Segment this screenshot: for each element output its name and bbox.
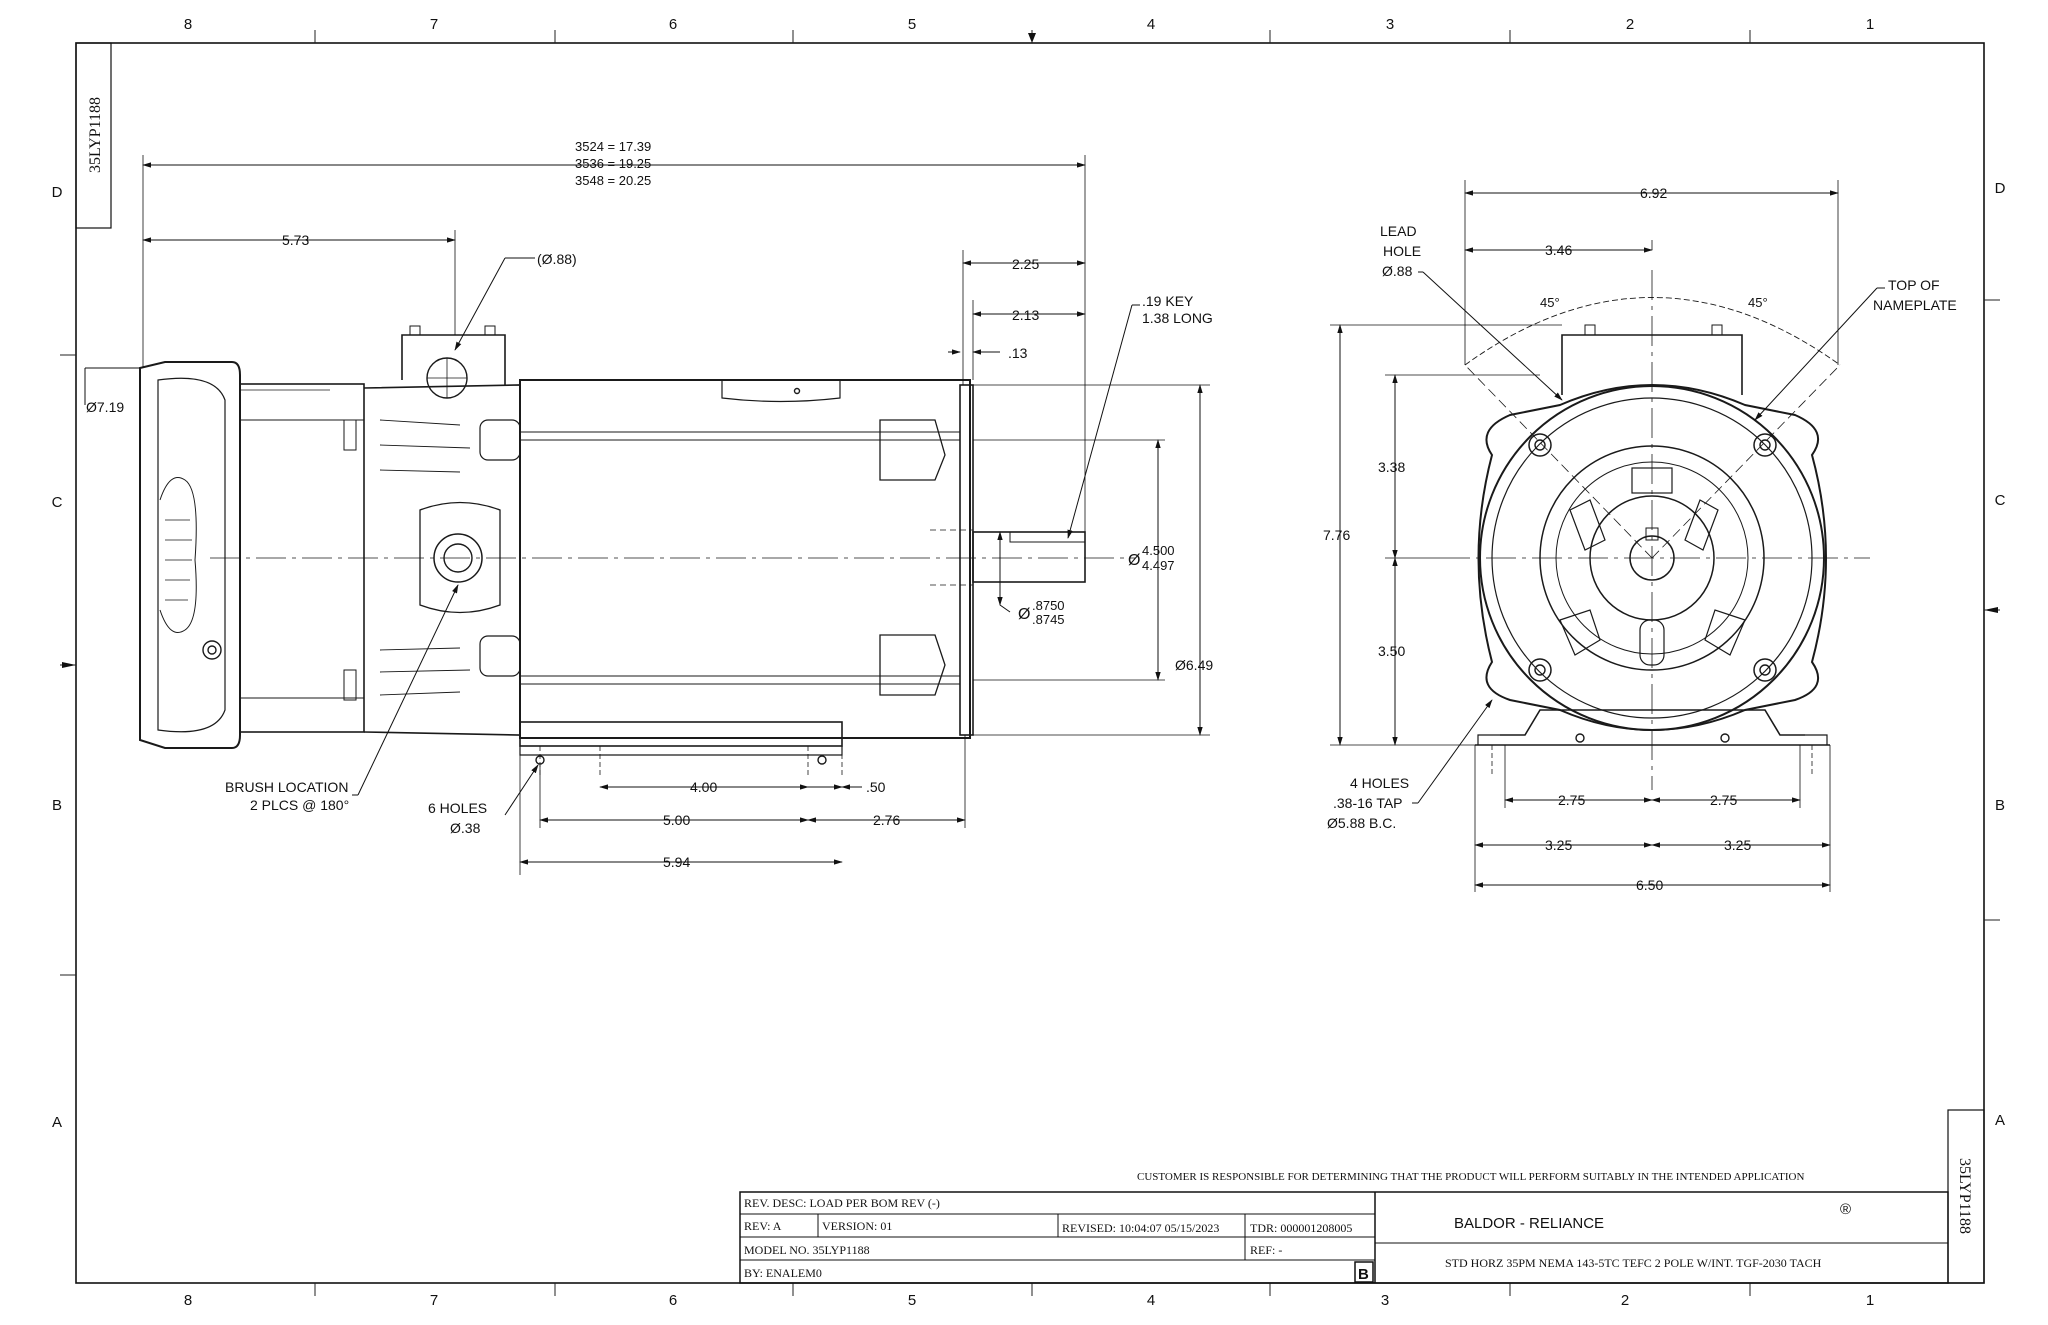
row-label-right: C xyxy=(1995,492,2006,509)
col-label-bottom: 8 xyxy=(184,1292,192,1309)
shaft-dia-bottom: .8745 xyxy=(1032,612,1065,627)
col-label-top: 7 xyxy=(430,16,438,33)
customer-note: CUSTOMER IS RESPONSIBLE FOR DETERMINING … xyxy=(1137,1171,1804,1183)
overall-length-dim: 3524 = 17.39 xyxy=(575,139,651,154)
shaft-dia-prefix: Ø xyxy=(1018,606,1030,623)
tap-holes: Ø5.88 B.C. xyxy=(1327,815,1396,831)
col-label-bottom: 6 xyxy=(669,1292,677,1309)
brush-location: 2 PLCS @ 180° xyxy=(250,797,349,813)
angle-right: 45° xyxy=(1748,295,1768,310)
nameplate-label: NAMEPLATE xyxy=(1873,297,1957,313)
row-label-left: A xyxy=(52,1114,62,1131)
dim-225: 2.25 xyxy=(1012,256,1039,272)
pilot-dia-bottom: 4.497 xyxy=(1142,558,1175,573)
nameplate-label: TOP OF xyxy=(1888,277,1940,293)
brush-location: BRUSH LOCATION xyxy=(225,779,348,795)
col-label-bottom: 4 xyxy=(1147,1292,1155,1309)
mount-holes: 6 HOLES xyxy=(428,800,487,816)
drawing-number: 35LYP1188 xyxy=(1956,1158,1973,1234)
col-label-top: 6 xyxy=(669,16,677,33)
end-view-labels: LEAD HOLE Ø.88 6.92 3.46 45° 45° TOP OF … xyxy=(1323,185,1957,893)
tap-holes: .38-16 TAP xyxy=(1333,795,1403,811)
version: VERSION: 01 xyxy=(822,1219,892,1233)
drawing-number: 35LYP1188 xyxy=(87,97,104,173)
row-label-left: B xyxy=(52,797,62,814)
dim-692: 6.92 xyxy=(1640,185,1667,201)
ref: REF: - xyxy=(1250,1243,1282,1257)
col-label-top: 8 xyxy=(184,16,192,33)
col-label-bottom: 7 xyxy=(430,1292,438,1309)
row-label-right: D xyxy=(1995,180,2006,197)
side-view-dimensions xyxy=(84,155,1210,875)
row-label-left: D xyxy=(52,184,63,201)
sheet-size: B xyxy=(1358,1266,1369,1283)
dim-275-left: 2.75 xyxy=(1558,792,1585,808)
dim-500: 5.00 xyxy=(663,812,690,828)
angle-left: 45° xyxy=(1540,295,1560,310)
dim-573: 5.73 xyxy=(282,232,309,248)
overall-length-dim: 3548 = 20.25 xyxy=(575,173,651,188)
col-label-top: 5 xyxy=(908,16,916,33)
dim-350: 3.50 xyxy=(1378,643,1405,659)
row-label-right: B xyxy=(1995,797,2005,814)
rev: REV: A xyxy=(744,1219,782,1233)
side-view-labels: 3524 = 17.39 3536 = 19.25 3548 = 20.25 5… xyxy=(86,139,1213,870)
zone-labels: 8 7 6 5 4 3 2 1 8 7 6 5 4 3 2 1 D C B A … xyxy=(52,16,2006,1309)
dim-400: 4.00 xyxy=(690,779,717,795)
dim-013: .13 xyxy=(1008,345,1028,361)
drawing-description: STD HORZ 35PM NEMA 143-5TC TEFC 2 POLE W… xyxy=(1445,1256,1822,1270)
key-spec: .19 KEY xyxy=(1142,293,1194,309)
lead-hole-dim: (Ø.88) xyxy=(537,251,577,267)
dia-649: Ø6.49 xyxy=(1175,657,1213,673)
rev-desc: REV. DESC: LOAD PER BOM REV (-) xyxy=(744,1196,940,1210)
registered-mark: ® xyxy=(1840,1201,1851,1218)
col-label-bottom: 2 xyxy=(1621,1292,1629,1309)
col-label-bottom: 1 xyxy=(1866,1292,1874,1309)
dim-050: .50 xyxy=(866,779,886,795)
row-label-right: A xyxy=(1995,1112,2005,1129)
mount-holes: Ø.38 xyxy=(450,820,481,836)
col-label-top: 1 xyxy=(1866,16,1874,33)
dim-276: 2.76 xyxy=(873,812,900,828)
lead-hole-label: Ø.88 xyxy=(1382,263,1413,279)
dia-719: Ø7.19 xyxy=(86,399,124,415)
dim-594: 5.94 xyxy=(663,854,690,870)
drawn-by: BY: ENALEM0 xyxy=(744,1266,822,1280)
dim-346: 3.46 xyxy=(1545,242,1572,258)
key-spec: 1.38 LONG xyxy=(1142,310,1213,326)
drawing-number-box-bottom: 35LYP1188 xyxy=(1947,1109,1985,1284)
tap-holes: 4 HOLES xyxy=(1350,775,1409,791)
row-label-left: C xyxy=(52,494,63,511)
lead-hole-label: LEAD xyxy=(1380,223,1417,239)
pilot-dia-prefix: Ø xyxy=(1128,552,1140,569)
title-block-text: CUSTOMER IS RESPONSIBLE FOR DETERMINING … xyxy=(744,1171,1851,1283)
dim-325-right: 3.25 xyxy=(1724,837,1751,853)
side-view xyxy=(139,325,1135,778)
tdr-number: TDR: 000001208005 xyxy=(1250,1221,1352,1235)
dim-338: 3.38 xyxy=(1378,459,1405,475)
end-view xyxy=(1440,270,1870,790)
dim-325-left: 3.25 xyxy=(1545,837,1572,853)
model-number: MODEL NO. 35LYP1188 xyxy=(744,1243,870,1257)
col-label-top: 4 xyxy=(1147,16,1155,33)
overall-length-dim: 3536 = 19.25 xyxy=(575,156,651,171)
pilot-dia-top: 4.500 xyxy=(1142,543,1175,558)
col-label-bottom: 5 xyxy=(908,1292,916,1309)
dim-776: 7.76 xyxy=(1323,527,1350,543)
title-block xyxy=(739,1191,1949,1284)
dim-650: 6.50 xyxy=(1636,877,1663,893)
drawing-border xyxy=(60,30,2000,1296)
col-label-top: 3 xyxy=(1386,16,1394,33)
lead-hole-label: HOLE xyxy=(1383,243,1421,259)
drawing-number-box-top: 35LYP1188 xyxy=(75,42,112,229)
company-name: BALDOR - RELIANCE xyxy=(1454,1215,1604,1232)
dim-275-right: 2.75 xyxy=(1710,792,1737,808)
dim-213: 2.13 xyxy=(1012,307,1039,323)
end-view-dimensions xyxy=(1330,180,1885,892)
col-label-bottom: 3 xyxy=(1381,1292,1389,1309)
shaft-dia-top: .8750 xyxy=(1032,598,1065,613)
revised-date: REVISED: 10:04:07 05/15/2023 xyxy=(1062,1221,1219,1235)
col-label-top: 2 xyxy=(1626,16,1634,33)
